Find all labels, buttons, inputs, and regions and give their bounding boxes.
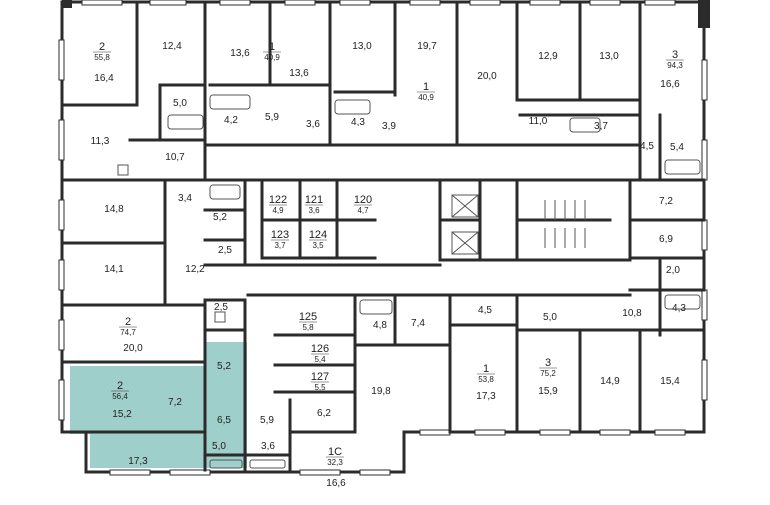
unit-number: 2: [117, 380, 123, 392]
room-area: 14,8: [104, 204, 124, 215]
room-area: 4,3: [672, 303, 686, 314]
unit-number: 120: [354, 194, 372, 206]
room-area: 5,0: [543, 312, 557, 323]
room-area: 7,4: [411, 318, 425, 329]
room-area: 2,5: [214, 302, 228, 313]
room-area: 5,2: [213, 212, 227, 223]
room-area: 3,4: [178, 193, 192, 204]
unit-total-area: 74,7: [120, 328, 136, 337]
room-area: 15,2: [112, 409, 132, 420]
room-area: 3,6: [261, 441, 275, 452]
unit-number: 1: [269, 41, 275, 53]
unit-total-area: 32,3: [327, 458, 343, 467]
unit-number: 124: [309, 229, 327, 241]
room-area: 16,6: [660, 79, 680, 90]
unit-total-area: 4,9: [272, 206, 284, 215]
unit-number: 121: [305, 194, 323, 206]
room-area: 13,0: [352, 41, 372, 52]
room-area: 3,9: [382, 121, 396, 132]
unit-total-area: 56,4: [112, 392, 128, 401]
unit-total-area: 4,7: [357, 206, 369, 215]
unit-labels: 255,8140,9140,9394,31224,91213,61204,712…: [93, 41, 684, 467]
stair-steps: [544, 200, 586, 248]
room-area: 5,9: [260, 415, 274, 426]
unit-number: 1: [483, 363, 489, 375]
unit-number: 1С: [328, 446, 342, 458]
room-area: 3,6: [306, 119, 320, 130]
room-area: 5,9: [265, 112, 279, 123]
unit-total-area: 3,7: [274, 241, 286, 250]
room-area: 10,8: [622, 308, 642, 319]
room-area: 11,3: [91, 136, 110, 147]
room-area: 5,0: [173, 98, 187, 109]
room-area: 17,3: [128, 456, 148, 467]
room-area: 4,5: [640, 141, 654, 152]
room-area: 17,3: [476, 391, 496, 402]
windows: [58, 0, 708, 476]
unit-total-area: 40,9: [264, 53, 280, 62]
unit-total-area: 55,8: [94, 53, 110, 62]
room-area: 13,6: [289, 68, 309, 79]
room-area: 15,4: [660, 376, 680, 387]
room-area: 16,6: [326, 478, 346, 489]
unit-number: 1: [423, 81, 429, 93]
room-area: 14,9: [600, 376, 620, 387]
unit-number: 123: [271, 229, 289, 241]
unit-number: 2: [125, 316, 131, 328]
room-area: 14,1: [104, 264, 124, 275]
room-area: 4,3: [351, 117, 365, 128]
unit-number: 2: [99, 41, 105, 53]
room-area: 6,9: [659, 234, 673, 245]
unit-number: 126: [311, 343, 329, 355]
unit-total-area: 53,8: [478, 375, 494, 384]
room-area: 20,0: [477, 71, 497, 82]
room-area: 3,7: [594, 121, 608, 132]
room-area: 5,4: [670, 142, 684, 153]
bathroom-fixtures: [117, 94, 701, 469]
room-area: 12,2: [185, 264, 205, 275]
unit-number: 127: [311, 371, 329, 383]
room-area: 19,7: [417, 41, 437, 52]
unit-total-area: 75,2: [540, 369, 556, 378]
room-area: 13,0: [599, 51, 619, 62]
room-area: 6,5: [217, 415, 231, 426]
room-area: 12,4: [162, 41, 182, 52]
unit-number: 122: [269, 194, 287, 206]
unit-number: 3: [672, 49, 678, 61]
highlighted-apartment[interactable]: [70, 342, 247, 468]
room-area: 5,2: [217, 361, 231, 372]
unit-total-area: 3,5: [312, 241, 324, 250]
unit-total-area: 5,4: [314, 355, 326, 364]
room-area: 5,0: [212, 441, 226, 452]
room-area: 6,2: [317, 408, 331, 419]
unit-total-area: 94,3: [667, 61, 683, 70]
room-area: 19,8: [371, 386, 391, 397]
room-area: 4,8: [373, 320, 387, 331]
outer-walls: [60, 0, 710, 474]
room-area: 2,5: [218, 245, 232, 256]
room-area: 11,0: [529, 116, 548, 127]
room-area: 4,2: [224, 115, 238, 126]
unit-total-area: 5,5: [314, 383, 326, 392]
unit-total-area: 5,8: [302, 323, 314, 332]
unit-total-area: 3,6: [308, 206, 320, 215]
room-area: 7,2: [168, 397, 182, 408]
unit-number: 3: [545, 357, 551, 369]
interior-walls: [60, 0, 706, 472]
room-area: 7,2: [659, 196, 673, 207]
room-area: 20,0: [123, 343, 143, 354]
room-area: 15,9: [538, 386, 558, 397]
unit-number: 125: [299, 311, 317, 323]
room-area: 10,7: [165, 152, 185, 163]
room-area: 16,4: [94, 73, 114, 84]
unit-total-area: 40,9: [418, 93, 434, 102]
room-area: 12,9: [538, 51, 558, 62]
room-area: 13,6: [230, 48, 250, 59]
room-area: 4,5: [478, 305, 492, 316]
room-area: 2,0: [666, 265, 680, 276]
